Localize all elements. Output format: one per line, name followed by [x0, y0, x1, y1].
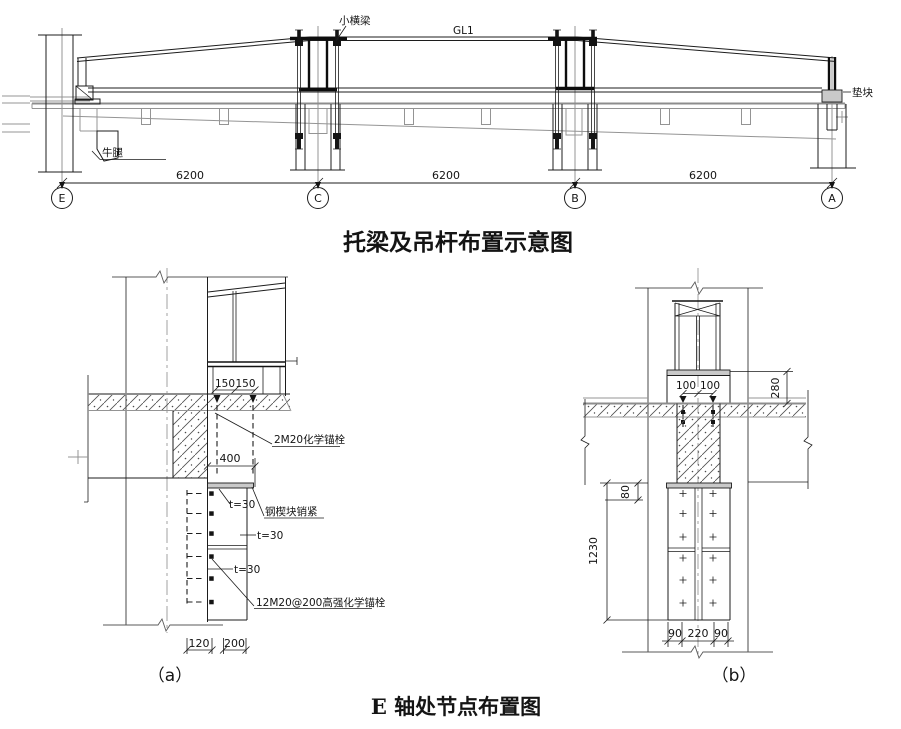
detail-b-concrete: [580, 390, 813, 489]
dim-t30-1: t=30: [229, 499, 255, 511]
detail-a-wall-linework: [68, 268, 288, 633]
dim-80: 80: [619, 485, 632, 499]
dim-1230: 1230: [587, 537, 600, 565]
axis-centerlines: [61, 26, 833, 188]
axis-bubble-a: A: [828, 192, 836, 205]
dim-200: 200: [224, 637, 245, 650]
node-title: E 轴处节点布置图: [371, 694, 541, 719]
bolt-symbols: [295, 29, 597, 150]
elevation-view: 6200 6200 6200 E C B A 小横梁 GL1 垫块 牛腿 托梁及…: [2, 14, 873, 256]
elevation-labels: 小横梁 GL1 垫块 牛腿: [91, 14, 873, 160]
dim-100-left: 100: [676, 380, 696, 392]
dim-100-right: 100: [700, 380, 720, 392]
dim-120: 120: [189, 637, 210, 650]
span-dim-3: 6200: [689, 169, 717, 182]
dim-t30-3: t=30: [234, 564, 260, 576]
bolt-cross-marks: [679, 490, 717, 607]
detail-a-concrete: [88, 393, 292, 479]
detail-a-steel-linework: [186, 277, 298, 622]
note-wedge: 钢楔块销紧: [265, 505, 318, 518]
detail-a-dimensions: 150 150 400 120 200: [183, 378, 259, 654]
span-dim-2: 6200: [432, 169, 460, 182]
detail-b-dimensions: 100 100 280 80 1230 90 220 90: [587, 367, 793, 647]
label-small-cross-beam: 小横梁: [339, 14, 371, 27]
detail-b: 100 100 280 80 1230 90 220 90 （b）: [580, 268, 813, 686]
axis-bubble-b: B: [571, 192, 579, 205]
axis-bubble-c: C: [314, 192, 322, 205]
dim-280: 280: [769, 378, 782, 399]
detail-a-notes: 2M20化学锚栓 t=30 钢楔块销紧 t=30 t=30 12M20@200高…: [211, 412, 386, 609]
detail-a: 150 150 400 120 200 2M20化学锚栓 t=30 钢楔块销紧 …: [68, 268, 386, 686]
detail-b-splice: [666, 482, 732, 621]
dim-90-left: 90: [668, 627, 682, 640]
dim-400: 400: [220, 452, 241, 465]
label-gl1: GL1: [453, 25, 474, 37]
span-dim-1: 6200: [176, 169, 204, 182]
dim-t30-2: t=30: [257, 530, 283, 542]
dim-220: 220: [688, 627, 709, 640]
elevation-title: 托梁及吊杆布置示意图: [343, 229, 573, 256]
detail-a-caption: （a）: [148, 666, 192, 686]
detail-b-caption: （b）: [712, 666, 757, 686]
note-side-anchor: 12M20@200高强化学锚栓: [256, 596, 386, 609]
existing-floor-linework: [2, 95, 848, 140]
note-top-anchor: 2M20化学锚栓: [274, 433, 346, 446]
dim-90-right: 90: [714, 627, 728, 640]
dim-150-right: 150: [235, 378, 255, 390]
dim-150-left: 150: [215, 378, 235, 390]
label-pad-block: 垫块: [852, 86, 873, 99]
girder-linework: [74, 36, 843, 162]
elevation-dimension-line: 6200 6200 6200: [56, 169, 838, 189]
axis-bubble-e: E: [59, 192, 66, 205]
label-corbel: 牛腿: [102, 146, 123, 159]
axis-bubbles: E C B A: [51, 187, 843, 209]
hanger-rods: [295, 29, 597, 150]
